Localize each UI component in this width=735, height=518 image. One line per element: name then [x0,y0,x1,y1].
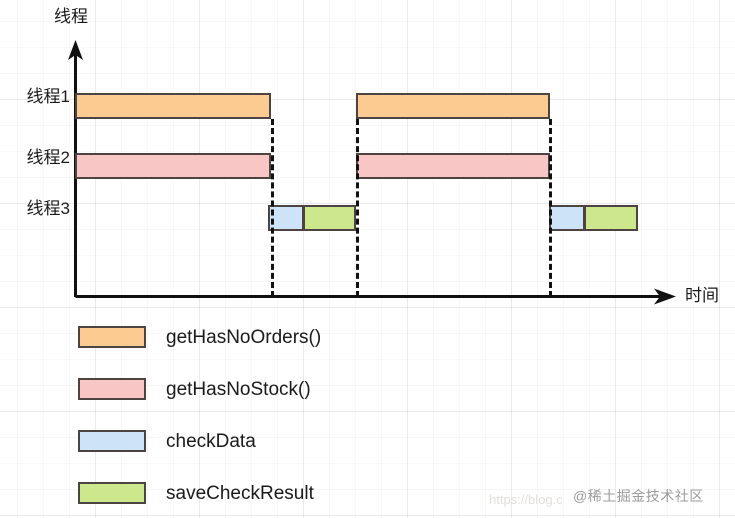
sync-line [356,119,359,297]
legend-label-getHasNoOrders: getHasNoOrders() [166,326,322,348]
legend-swatch-getHasNoStock [78,378,146,400]
x-axis-caption: 时间 [685,286,719,305]
sync-line [549,119,552,297]
task-bar-saveCheckResult [584,205,638,231]
legend-swatch-checkData [78,430,146,452]
legend-label-checkData: checkData [166,430,256,452]
y-axis-caption: 线程 [54,7,88,26]
task-bar-saveCheckResult [303,205,356,231]
legend-label-getHasNoStock: getHasNoStock() [166,378,311,400]
task-bar-checkData [268,205,304,231]
legend-swatch-getHasNoOrders [78,326,146,348]
watermark-url: https://blog.c [489,492,563,507]
task-bar-getHasNoOrders [356,93,550,119]
lane-label-thread-3: 线程3 [26,199,70,218]
watermark-brand: @稀土掘金技术社区 [573,488,704,504]
legend-item-saveCheckResult: saveCheckResult [78,482,314,504]
lane-label-thread-2: 线程2 [26,148,70,167]
legend-item-getHasNoOrders: getHasNoOrders() [78,326,321,348]
legend-item-getHasNoStock: getHasNoStock() [78,378,311,400]
task-bar-getHasNoOrders [75,93,271,119]
legend-swatch-saveCheckResult [78,482,146,504]
lane-label-thread-1: 线程1 [26,87,70,106]
legend-item-checkData: checkData [78,430,256,452]
legend-label-saveCheckResult: saveCheckResult [166,482,314,504]
sync-line [271,119,274,297]
task-bar-getHasNoStock [75,153,271,179]
task-bar-checkData [549,205,585,231]
